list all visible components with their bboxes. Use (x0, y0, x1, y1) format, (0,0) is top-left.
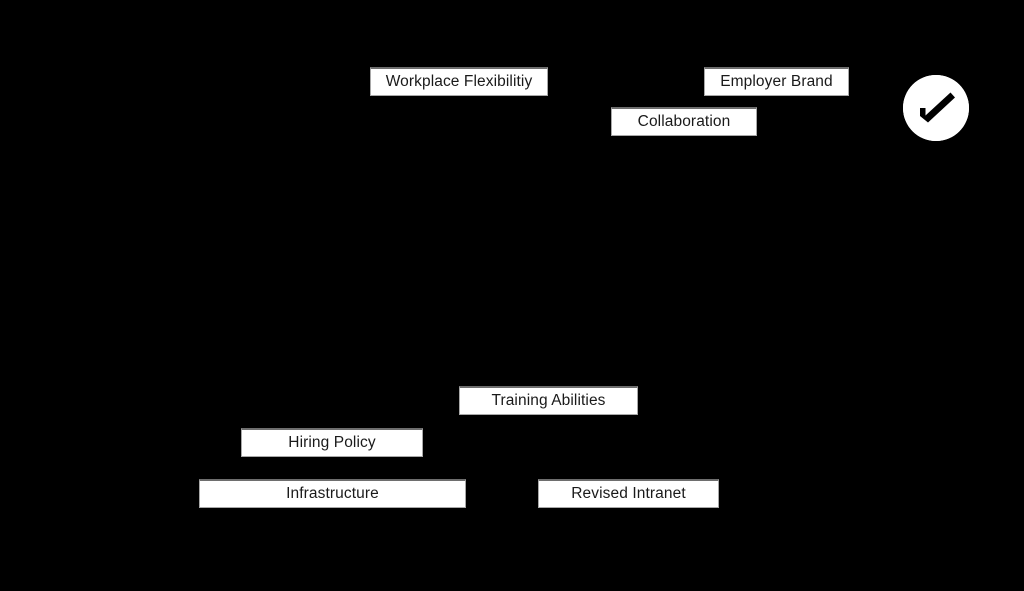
node-hiring-policy[interactable]: Hiring Policy (241, 428, 423, 457)
node-label: Training Abilities (491, 392, 606, 410)
node-label: Hiring Policy (288, 434, 376, 452)
node-label: Revised Intranet (571, 485, 686, 503)
node-workplace-flexibility[interactable]: Workplace Flexibilitiy (370, 67, 548, 96)
node-revised-intranet[interactable]: Revised Intranet (538, 479, 719, 508)
node-label: Employer Brand (720, 73, 833, 91)
node-employer-brand[interactable]: Employer Brand (704, 67, 849, 96)
check-mark-glyph (920, 92, 955, 123)
node-label: Infrastructure (286, 485, 379, 503)
node-infrastructure[interactable]: Infrastructure (199, 479, 466, 508)
node-collaboration[interactable]: Collaboration (611, 107, 757, 136)
node-training-abilities[interactable]: Training Abilities (459, 386, 638, 415)
check-circle-icon (903, 75, 969, 141)
node-label: Workplace Flexibilitiy (385, 73, 533, 91)
node-label: Collaboration (637, 113, 731, 131)
